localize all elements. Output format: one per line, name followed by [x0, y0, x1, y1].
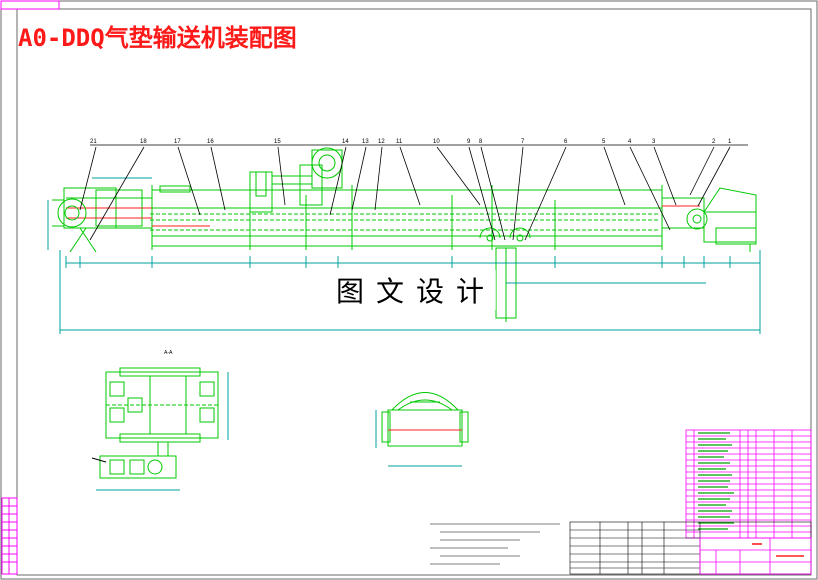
drawing-title: A0-DDQ气垫输送机装配图	[18, 24, 297, 52]
title-block	[569, 521, 812, 575]
balloon-13: 13	[362, 139, 369, 145]
balloon-2: 2	[712, 139, 716, 145]
balloon-18: 18	[140, 139, 147, 145]
conveyor-main-view	[52, 147, 757, 322]
section-view-a-a	[91, 367, 229, 491]
balloon-1: 1	[728, 139, 732, 145]
balloon-21: 21	[90, 139, 97, 145]
parts-list-table	[685, 429, 812, 539]
balloon-12: 12	[378, 139, 385, 145]
balloon-17: 17	[174, 139, 181, 145]
balloon-3: 3	[652, 139, 656, 145]
dimension-lines	[47, 177, 761, 334]
title-block-brand	[752, 543, 804, 557]
balloon-8: 8	[479, 139, 483, 145]
balloon-14: 14	[342, 139, 349, 145]
leader-lines	[79, 144, 748, 241]
balloon-7: 7	[521, 139, 525, 145]
balloon-16: 16	[207, 139, 214, 145]
technical-notes	[430, 523, 560, 565]
cross-section-view	[375, 392, 469, 467]
title-block-right	[699, 537, 812, 575]
balloon-11: 11	[396, 139, 403, 145]
balloon-9: 9	[467, 139, 471, 145]
parts-list-text	[698, 432, 734, 530]
part-balloons: 21 18 17 16 15 14 13 12 11 10 9 8 7 6 5 …	[90, 139, 732, 145]
balloon-6: 6	[564, 139, 568, 145]
balloon-10: 10	[433, 139, 440, 145]
balloon-4: 4	[628, 139, 632, 145]
watermark-text: 图文设计	[336, 270, 497, 310]
section-label: A-A	[164, 350, 173, 356]
balloon-5: 5	[602, 139, 606, 145]
balloon-15: 15	[274, 139, 281, 145]
